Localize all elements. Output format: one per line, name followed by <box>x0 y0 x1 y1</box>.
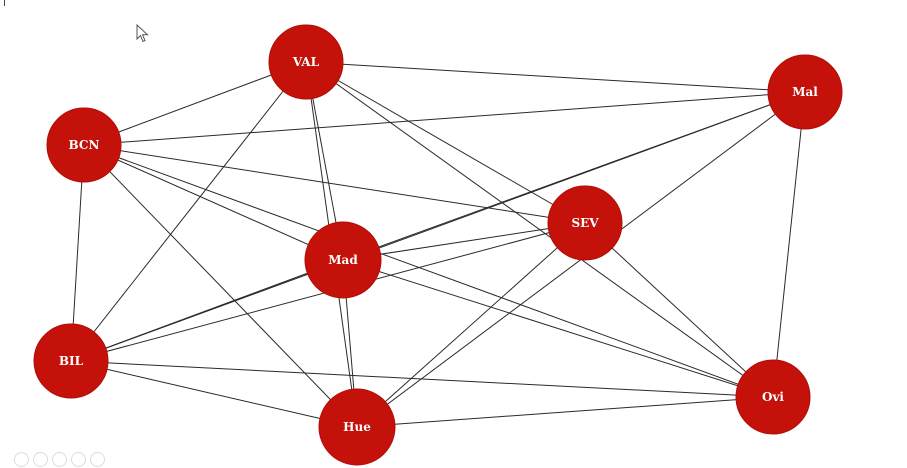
node-label: BCN <box>69 138 100 152</box>
edge-sev-ovi <box>584 222 774 398</box>
node-circle <box>735 359 811 435</box>
edge-val-sev <box>305 61 586 224</box>
edge-mark <box>4 0 5 6</box>
node-label: Ovi <box>762 390 784 404</box>
node-val[interactable]: VAL <box>268 24 344 100</box>
edge-bcn-hue <box>83 144 358 428</box>
cursor-arrow-icon <box>136 24 149 43</box>
edge-bil-hue <box>70 360 358 428</box>
node-circle <box>547 185 623 261</box>
node-label: VAL <box>292 55 320 69</box>
node-circle <box>46 107 122 183</box>
player-control-icon[interactable] <box>14 452 29 467</box>
node-label: Hue <box>343 420 371 434</box>
player-control-icon[interactable] <box>90 452 105 467</box>
edge-val-bil <box>70 61 307 362</box>
node-hue[interactable]: Hue <box>318 388 396 466</box>
player-controls <box>14 452 105 467</box>
node-label: BIL <box>59 354 84 368</box>
edge-bcn-sev <box>83 144 586 224</box>
edge-hue-ovi <box>356 396 774 428</box>
edge-bcn-mal <box>83 91 806 146</box>
node-label: SEV <box>571 216 599 230</box>
node-circle <box>33 323 109 399</box>
edge-mal-bil <box>70 91 806 362</box>
edge-bcn-mad <box>83 144 344 261</box>
player-control-icon[interactable] <box>52 452 67 467</box>
node-circle <box>318 388 396 466</box>
player-control-icon[interactable] <box>71 452 86 467</box>
node-mad[interactable]: Mad <box>304 221 382 299</box>
node-circle <box>304 221 382 299</box>
edge-val-bcn <box>83 61 307 146</box>
edge-mad-bil <box>70 259 344 362</box>
node-bil[interactable]: BIL <box>33 323 109 399</box>
node-ovi[interactable]: Ovi <box>735 359 811 435</box>
edge-sev-hue <box>356 222 586 428</box>
player-control-icon[interactable] <box>33 452 48 467</box>
node-sev[interactable]: SEV <box>547 185 623 261</box>
node-mal[interactable]: Mal <box>767 54 843 130</box>
edge-mad-sev <box>342 222 586 261</box>
edges-layer <box>70 61 806 428</box>
node-circle <box>767 54 843 130</box>
node-label: Mad <box>328 253 358 267</box>
edge-mal-ovi <box>772 91 806 398</box>
edge-mad-ovi <box>342 259 774 398</box>
node-bcn[interactable]: BCN <box>46 107 122 183</box>
node-circle <box>268 24 344 100</box>
node-label: Mal <box>792 85 818 99</box>
edge-bcn-ovi <box>83 144 774 398</box>
edge-bil-ovi <box>70 360 774 398</box>
edge-val-mal <box>305 61 806 93</box>
